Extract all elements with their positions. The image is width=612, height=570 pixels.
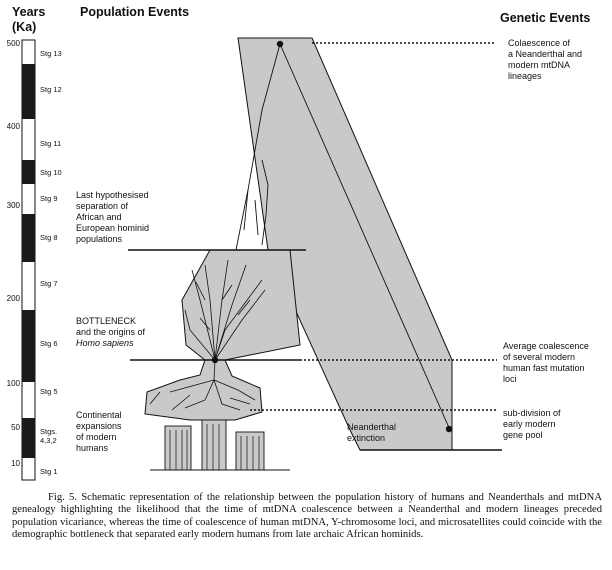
average-coalescence-label: loci (503, 374, 517, 384)
average-coalescence-label: of several modern (503, 352, 575, 362)
continental-label: expansions (76, 421, 122, 431)
population-lower-shape (144, 359, 263, 421)
time-scale-bar (21, 39, 36, 481)
coalescence-label: lineages (508, 71, 542, 81)
tick-500: 500 (7, 39, 21, 48)
extinction-label: extinction (347, 433, 385, 443)
stage-label: Stg 13 (40, 49, 62, 58)
lineage-branch (261, 159, 269, 246)
lineage-line-right (279, 43, 451, 431)
subdivision-label: sub-division of (503, 408, 561, 418)
lineage-trunk-shape (237, 37, 453, 451)
continental-label: humans (76, 443, 109, 453)
scale-band-12 (22, 64, 35, 119)
stage-labels: Stg 13 Stg 12 Stg 11 Stg 10 Stg 9 Stg 8 … (40, 49, 62, 476)
population-upper-shape (181, 249, 301, 361)
time-ticks: 500 400 300 200 100 50 10 (7, 39, 21, 468)
bottleneck-label: BOTTLENECK (76, 316, 136, 326)
tick-300: 300 (7, 201, 21, 210)
stage-label: 4,3,2 (40, 436, 57, 445)
figure-caption: Fig. 5. Schematic representation of the … (12, 492, 602, 540)
coalescence-label: a Neanderthal and (508, 49, 582, 59)
population-annotations: Last hypothesised separation of African … (76, 190, 149, 453)
separation-label: Last hypothesised (76, 190, 149, 200)
event-lines (128, 42, 502, 451)
continental-label: Continental (76, 410, 122, 420)
stage-label: Stg 7 (40, 279, 58, 288)
years-header: Years (12, 5, 45, 19)
homo-sapiens-label: Homo sapiens (76, 338, 134, 348)
stage-label: Stg 10 (40, 168, 62, 177)
stage-label: Stg 5 (40, 387, 58, 396)
coalescence-node (276, 40, 284, 48)
stage-label: Stg 9 (40, 194, 58, 203)
subdivision-label: gene pool (503, 430, 543, 440)
tick-10: 10 (11, 459, 20, 468)
subdivision-label: early modern (503, 419, 556, 429)
average-coalescence-label: human fast mutation (503, 363, 585, 373)
separation-label: populations (76, 234, 123, 244)
lineage-branch (235, 189, 249, 251)
average-coalescence-label: Average coalescence (503, 341, 589, 351)
lineage-line-left (243, 43, 281, 231)
stage-label: Stg 6 (40, 339, 58, 348)
population-shape (144, 249, 301, 421)
stage-label: Stg 11 (40, 139, 61, 148)
population-branches-lower (149, 359, 256, 411)
ka-header: (Ka) (12, 20, 36, 34)
scale-band-8 (22, 214, 35, 262)
population-branches-upper (184, 259, 266, 361)
separation-label: separation of (76, 201, 129, 211)
coalescence-label: modern mtDNA (508, 60, 570, 70)
bottleneck-label: and the origins of (76, 327, 146, 337)
expansion-column (201, 419, 227, 471)
column-lineages (169, 424, 260, 470)
tick-200: 200 (7, 294, 21, 303)
coalescence-label: Colaescence of (508, 38, 571, 48)
scale-band-4-2 (22, 418, 35, 458)
tick-100: 100 (7, 379, 21, 388)
genetic-annotations: Colaescence of a Neanderthal and modern … (347, 38, 589, 443)
extinction-label: Neanderthal (347, 422, 396, 432)
continental-columns (150, 419, 290, 471)
stage-label: Stg 1 (40, 467, 58, 476)
population-events-header: Population Events (80, 5, 189, 19)
tick-50: 50 (11, 423, 20, 432)
stage-label: Stg 8 (40, 233, 58, 242)
separation-label: African and (76, 212, 122, 222)
expansion-column (235, 431, 265, 471)
scale-band-6 (22, 310, 35, 382)
continental-label: of modern (76, 432, 117, 442)
stage-label: Stg 12 (40, 85, 62, 94)
scale-band-10 (22, 160, 35, 184)
extinction-node (445, 425, 453, 433)
lineage-branch (254, 199, 259, 236)
separation-label: European hominid (76, 223, 149, 233)
genetic-events-header: Genetic Events (500, 11, 590, 25)
stage-label: Stgs. (40, 427, 57, 436)
tick-400: 400 (7, 122, 21, 131)
lineage-trunk (235, 37, 453, 451)
